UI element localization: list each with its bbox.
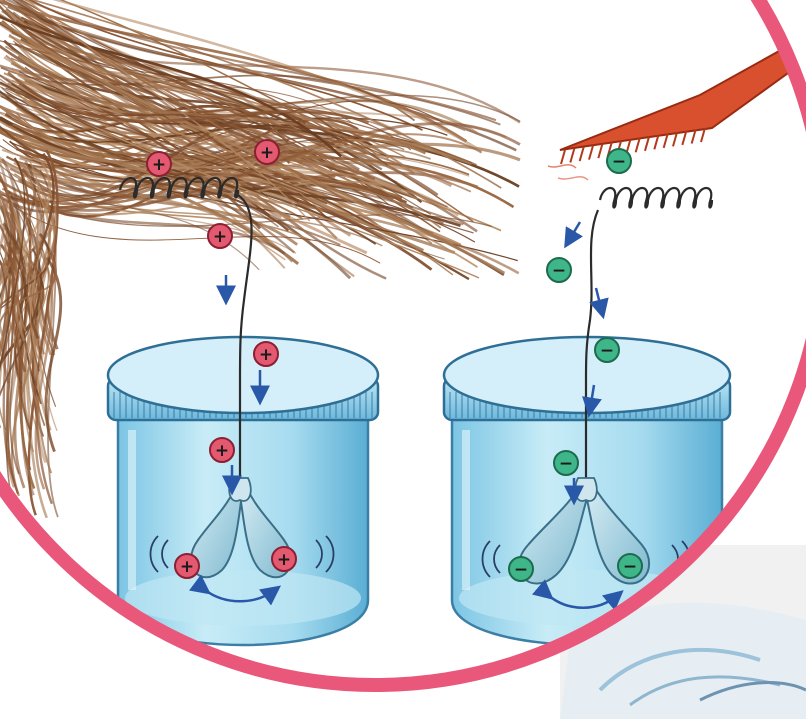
negative-charge-11: −	[509, 557, 533, 581]
negative-charge-symbol: −	[559, 454, 573, 474]
positive-charge-0: +	[147, 152, 171, 176]
negative-charge-10: −	[554, 451, 578, 475]
positive-charge-4: +	[210, 438, 234, 462]
positive-charge-symbol: +	[213, 227, 227, 247]
negative-charge-7: −	[607, 149, 631, 173]
positive-charge-symbol: +	[259, 345, 273, 365]
negative-charge-symbol: −	[514, 560, 528, 580]
negative-charge-8: −	[547, 258, 571, 282]
negative-charge-9: −	[595, 338, 619, 362]
positive-charge-6: +	[272, 547, 296, 571]
negative-charge-symbol: −	[612, 152, 626, 172]
positive-charge-symbol: +	[152, 155, 166, 175]
negative-charge-symbol: −	[552, 261, 566, 281]
negative-charge-symbol: −	[623, 557, 637, 577]
positive-charge-5: +	[175, 554, 199, 578]
positive-charge-symbol: +	[215, 441, 229, 461]
positive-charge-symbol: +	[260, 143, 274, 163]
negative-charge-symbol: −	[600, 341, 614, 361]
positive-charge-1: +	[255, 140, 279, 164]
negative-charge-12: −	[618, 554, 642, 578]
positive-charge-symbol: +	[277, 550, 291, 570]
positive-charge-3: +	[254, 342, 278, 366]
positive-charge-2: +	[208, 224, 232, 248]
positive-charge-symbol: +	[180, 557, 194, 577]
